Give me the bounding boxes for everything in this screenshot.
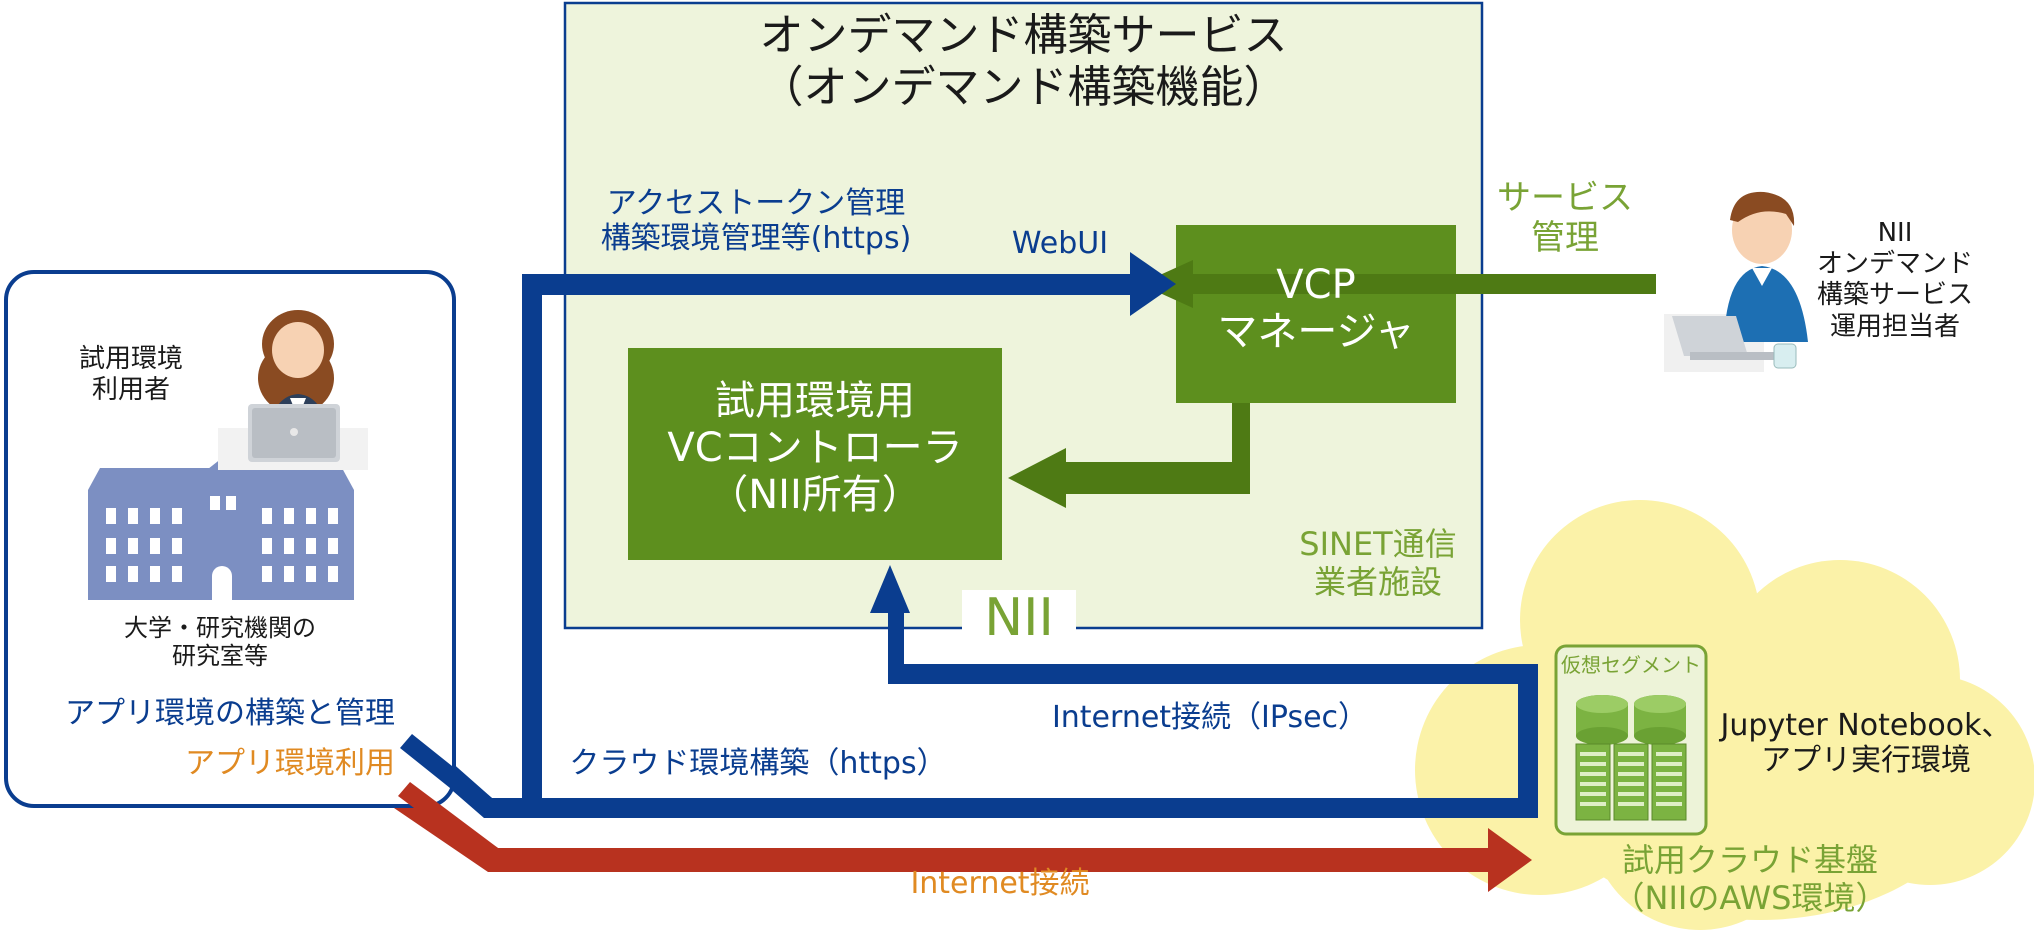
female-user-figure <box>218 310 368 470</box>
vc-controller-box <box>628 348 1002 560</box>
app-use-arrow-stub <box>398 782 498 862</box>
app-use-label: アプリ環境利用 <box>185 746 395 781</box>
nii-label: NII <box>984 588 1054 648</box>
service-box-title-line2: （オンデマンド構築機能） <box>759 61 1288 113</box>
vcp-manager-box <box>1176 225 1456 403</box>
internet-ipsec-label: Internet接続（IPsec） <box>1051 700 1369 735</box>
service-mgmt-arrow <box>1140 260 1656 308</box>
webui-label: WebUI <box>1011 226 1109 261</box>
jupyter-label: Jupyter Notebook、 アプリ実行環境 <box>1720 708 2012 779</box>
cloud-build-bar <box>408 738 1538 818</box>
manager-to-controller-arrow <box>1008 403 1250 508</box>
red-arrow <box>394 786 1532 892</box>
nii-gap <box>962 590 1076 650</box>
internet-label: Internet接続 <box>910 866 1090 901</box>
virtual-segment-label: 仮想セグメント <box>1561 653 1701 677</box>
org-label: 大学・研究機関の 研究室等 <box>124 614 316 671</box>
service-box-title: オンデマンド構築サービス （オンデマンド構築機能） <box>565 10 1482 114</box>
user-label: 試用環境 利用者 <box>78 344 183 405</box>
vc-controller-label: 試用環境用 VCコントローラ （NII所有） <box>667 378 963 519</box>
service-mgmt-label: サービス 管理 <box>1497 178 1633 259</box>
app-build-label: アプリ環境の構築と管理 <box>65 696 395 731</box>
app-build-arrow-stub <box>400 734 492 812</box>
service-box-title-line1: オンデマンド構築サービス <box>759 10 1288 61</box>
access-token-label: アクセストークン管理 構築環境管理等(https) <box>600 186 912 257</box>
operator-figure <box>1664 191 1808 372</box>
blue-arrows <box>408 252 1538 818</box>
server-rack-slots <box>1580 752 1682 806</box>
green-arrows <box>1008 260 1656 508</box>
cloud-build-label: クラウド環境構築（https） <box>569 746 947 781</box>
vcp-manager-label: VCP マネージャ <box>1217 262 1415 356</box>
facility-label: SINET通信 業者施設 <box>1299 525 1457 601</box>
cloud-platform-label: 試用クラウド基盤 （NIIのAWS環境） <box>1612 841 1888 917</box>
database-icon <box>1576 695 1686 745</box>
building-windows <box>106 496 338 600</box>
operator-label: NII オンデマンド 構築サービス 運用担当者 <box>1816 218 1973 342</box>
